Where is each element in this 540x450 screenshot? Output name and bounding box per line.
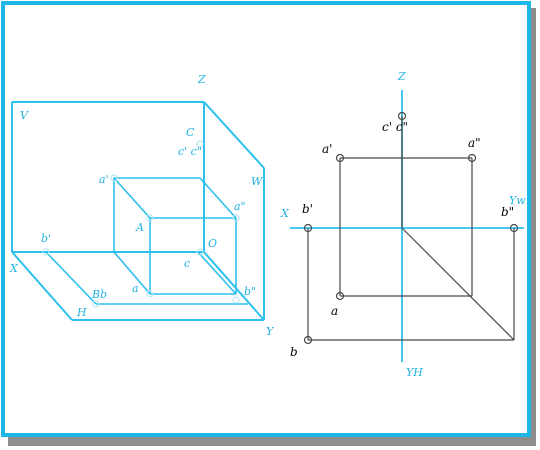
marker-O bbox=[196, 248, 204, 256]
marker-b bbox=[92, 300, 100, 308]
label-plane-v: V bbox=[20, 109, 29, 122]
marker-b-2d bbox=[303, 335, 313, 345]
box-bottom-back bbox=[197, 251, 237, 295]
marker-b-double-2d bbox=[509, 223, 519, 233]
label-c-3d: c bbox=[184, 257, 190, 270]
box-bottom-diag bbox=[113, 251, 151, 295]
marker-c-2d bbox=[397, 111, 407, 121]
marker-a-prime-2d bbox=[335, 153, 345, 163]
label-axis-x-3d: X bbox=[9, 262, 19, 275]
isometric-view: V Z C c' c" W a' a" A O c b' X a b" Bb H… bbox=[9, 73, 275, 338]
y-axis-3d bbox=[203, 251, 265, 321]
label-c-prime-c-double-2d: c' c" bbox=[382, 120, 408, 134]
label-axis-yh: YH bbox=[406, 366, 423, 379]
label-a-3d: a bbox=[132, 282, 139, 295]
label-point-Bb: Bb bbox=[91, 288, 107, 301]
label-a-prime-2d: a' bbox=[322, 142, 332, 156]
box-w-diag bbox=[199, 177, 237, 219]
label-axis-z-2d: Z bbox=[397, 70, 406, 83]
label-plane-h: H bbox=[76, 306, 87, 319]
marker-a-2d bbox=[335, 291, 345, 301]
b-prime-diag bbox=[45, 251, 97, 305]
orthographic-view: Z c' c" a' a" X b' Yw b" a b YH bbox=[280, 70, 526, 379]
label-axis-y-3d: Y bbox=[266, 325, 275, 338]
label-c-prime-c-double-3d: c' c" bbox=[178, 145, 202, 158]
label-b-prime-2d: b' bbox=[302, 202, 313, 216]
marker-a-double bbox=[232, 214, 240, 222]
label-b-2d: b bbox=[290, 345, 298, 359]
label-point-C: C bbox=[186, 126, 195, 139]
label-a-2d: a bbox=[331, 304, 338, 318]
axis-45-degree-line bbox=[401, 227, 515, 341]
label-a-prime-3d: a' bbox=[99, 173, 109, 186]
label-a-double-3d: a" bbox=[234, 200, 246, 213]
label-point-A: A bbox=[135, 221, 144, 234]
box-a-prime-diag bbox=[113, 177, 151, 219]
label-plane-w: W bbox=[251, 175, 264, 188]
marker-b-prime bbox=[42, 248, 50, 256]
label-axis-x-2d: X bbox=[280, 207, 290, 220]
label-origin-O: O bbox=[208, 237, 217, 250]
marker-c bbox=[196, 140, 204, 148]
label-axis-z-3d: Z bbox=[197, 73, 206, 86]
label-a-double-2d: a" bbox=[468, 136, 481, 150]
label-axis-yw: Yw bbox=[509, 194, 526, 207]
label-b-prime-3d: b' bbox=[41, 232, 51, 245]
h-plane-left-edge bbox=[11, 251, 73, 321]
label-b-double-2d: b" bbox=[501, 205, 514, 219]
frame-border bbox=[1, 1, 531, 437]
marker-A bbox=[146, 214, 154, 222]
marker-b-double bbox=[232, 296, 240, 304]
marker-a bbox=[146, 290, 154, 298]
w-plane-top-edge bbox=[203, 101, 265, 169]
marker-a-prime bbox=[110, 174, 118, 182]
label-b-double-3d: b" bbox=[244, 285, 256, 298]
marker-b-prime-2d bbox=[303, 223, 313, 233]
marker-a-double-2d bbox=[467, 153, 477, 163]
